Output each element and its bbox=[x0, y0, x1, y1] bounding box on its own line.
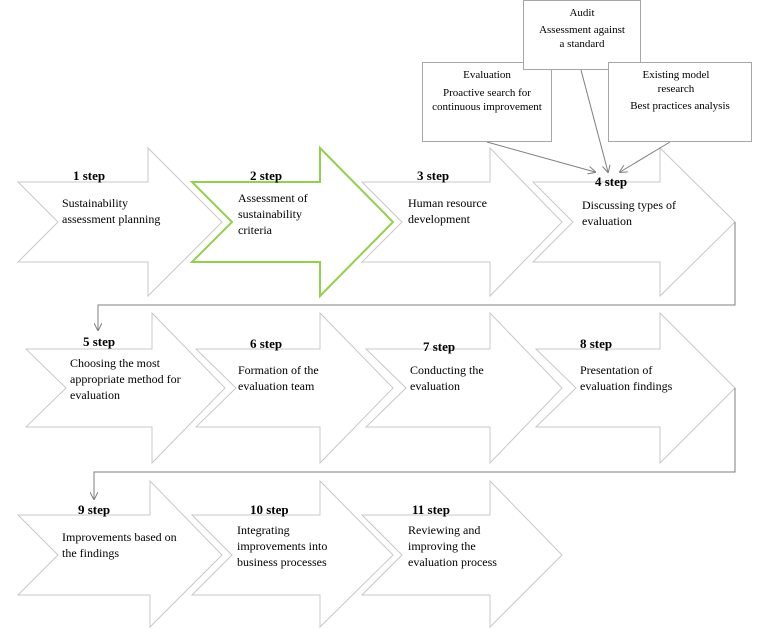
row1-to-row2-connector bbox=[98, 222, 736, 330]
step-6-title: 6 step bbox=[250, 336, 283, 351]
step-7-title: 7 step bbox=[423, 339, 456, 354]
step-3-title: 3 step bbox=[417, 168, 450, 183]
step-10-desc: Integrating improvements into business p… bbox=[237, 523, 328, 569]
callout-audit-body: Assessment against a standard bbox=[539, 24, 625, 50]
step-7-arrow bbox=[364, 311, 563, 465]
arrows-layer bbox=[16, 145, 736, 629]
step-9-title: 9 step bbox=[78, 502, 111, 517]
step-11-arrow bbox=[360, 479, 563, 629]
step-5-arrow bbox=[24, 311, 226, 465]
step-4-desc: Discussing types of evaluation bbox=[582, 198, 676, 228]
step-8-desc: Presentation of evaluation findings bbox=[580, 363, 673, 393]
step-9-arrow bbox=[16, 479, 223, 629]
step-4-title: 4 step bbox=[595, 174, 628, 189]
evaluation-callout-connector bbox=[486, 141, 595, 172]
callout-evaluation-title: Evaluation bbox=[463, 69, 511, 81]
callout-evaluation-body: Proactive search for continuous improvem… bbox=[432, 87, 542, 113]
step-8-title: 8 step bbox=[580, 336, 613, 351]
callout-existing-body: Best practices analysis bbox=[630, 100, 730, 112]
row2-to-row3-connector bbox=[94, 388, 736, 499]
step-10-title: 10 step bbox=[250, 502, 289, 517]
step-2-desc: Assessment of sustainability criteria bbox=[238, 191, 308, 237]
step-11-title: 11 step bbox=[412, 502, 450, 517]
step-10-arrow bbox=[190, 479, 394, 629]
audit-callout-connector bbox=[580, 69, 608, 172]
step-6-desc: Formation of the evaluation team bbox=[238, 363, 319, 393]
callout-evaluation: Evaluation Proactive search for continuo… bbox=[422, 62, 552, 142]
step-9-desc: Improvements based on the findings bbox=[62, 530, 177, 560]
step-6-arrow bbox=[194, 311, 394, 465]
callout-audit: Audit Assessment against a standard bbox=[523, 0, 641, 70]
callout-audit-title: Audit bbox=[569, 7, 595, 19]
connectors-layer bbox=[94, 69, 736, 499]
step-1-arrow bbox=[16, 146, 223, 298]
step-1-title: 1 step bbox=[73, 168, 106, 183]
step-2-title: 2 step bbox=[250, 168, 283, 183]
step-1-desc: Sustainability assessment planning bbox=[62, 196, 161, 226]
step-3-arrow bbox=[360, 146, 563, 298]
step-7-desc: Conducting the evaluation bbox=[410, 363, 484, 393]
callout-existing-model: Existing model research Best practices a… bbox=[608, 62, 752, 142]
step-5-desc: Choosing the most appropriate method for… bbox=[70, 356, 181, 402]
step-8-arrow bbox=[534, 311, 736, 465]
step-11-desc: Reviewing and improving the evaluation p… bbox=[408, 523, 497, 569]
existing-callout-connector bbox=[620, 141, 671, 172]
step-4-arrow bbox=[531, 146, 736, 298]
step-3-desc: Human resource development bbox=[408, 196, 487, 226]
step-5-title: 5 step bbox=[83, 334, 116, 349]
callout-existing-title: Existing model research bbox=[642, 69, 710, 95]
step-2-arrow bbox=[189, 145, 395, 299]
